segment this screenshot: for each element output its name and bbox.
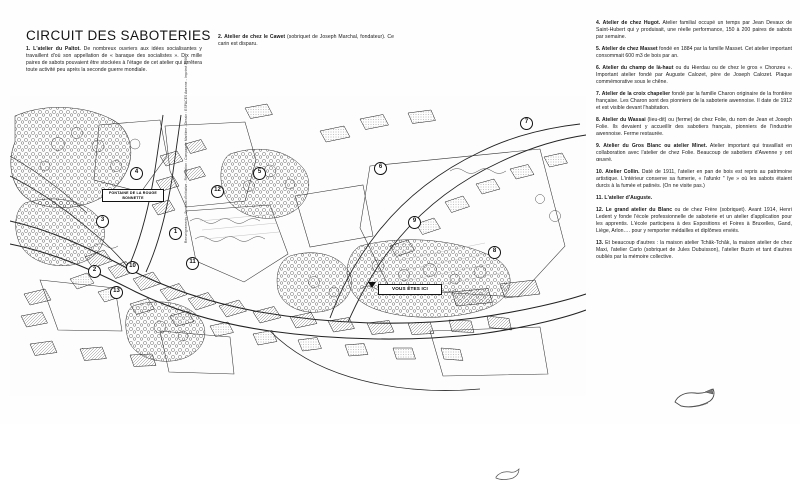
map-marker-8[interactable]: 8: [488, 246, 501, 259]
entry-6: 6. Atelier du champ de là-haut ou du Hie…: [596, 65, 792, 86]
text-column-left: 1. L'atelier du Paltot. De nombreux ouvr…: [26, 46, 202, 79]
entry-10-text: 10. Atelier Collin. Daté de 1911, l'atel…: [596, 169, 793, 189]
entry-13-text: 13. Et beaucoup d'autres : la maison ate…: [596, 240, 792, 260]
entry-4: 4. Atelier de chez Hugot. Atelier famili…: [596, 20, 792, 41]
map-marker-12[interactable]: 12: [211, 185, 224, 198]
entry-6-text: 6. Atelier du champ de là-haut ou du Hie…: [596, 65, 792, 85]
entry-9-text: 9. Atelier du Gros Blanc ou atelier Mine…: [596, 143, 792, 163]
village-map[interactable]: FONTAINE DE LA ROUGE BONNETTE VOUS ÊTES …: [10, 96, 586, 480]
entry-12-text: 12. Le grand atelier du Blanc ou de chez…: [596, 207, 792, 234]
entry-10: 10. Atelier Collin. Daté de 1911, l'atel…: [596, 169, 792, 190]
entry-4-text: 4. Atelier de chez Hugot. Atelier famili…: [596, 20, 793, 40]
map-marker-2[interactable]: 2: [88, 265, 101, 278]
entry-5: 5. Atelier de chez Masset fondé en 1884 …: [596, 46, 792, 60]
poster-page: CIRCUIT DES SABOTERIES 1. L'atelier du P…: [10, 20, 792, 480]
map-marker-1[interactable]: 1: [169, 227, 182, 240]
entry-1: 1. L'atelier du Paltot. De nombreux ouvr…: [26, 46, 202, 74]
entry-9: 9. Atelier du Gros Blanc ou atelier Mine…: [596, 143, 792, 164]
map-marker-10[interactable]: 10: [126, 261, 139, 274]
text-column-mid-top: 2. Atelier de chez le Cawet (sobriquet d…: [218, 34, 394, 53]
map-marker-3[interactable]: 3: [96, 215, 109, 228]
map-marker-7[interactable]: 7: [520, 117, 533, 130]
text-column-right: 4. Atelier de chez Hugot. Atelier famili…: [596, 20, 792, 266]
clog-sabot-map-icon: [495, 468, 520, 480]
map-drawing: [10, 96, 586, 396]
entry-11-text: 11. L'atelier d'Auguste.: [596, 195, 653, 201]
map-marker-11[interactable]: 11: [186, 257, 199, 270]
map-marker-5[interactable]: 5: [253, 167, 266, 180]
map-marker-6[interactable]: 6: [374, 162, 387, 175]
entry-2: 2. Atelier de chez le Cawet (sobriquet d…: [218, 34, 394, 48]
entry-2-text: 2. Atelier de chez le Cawet (sobriquet d…: [218, 34, 394, 47]
entry-7-text: 7. Atelier de la croix chapelier fondé p…: [596, 91, 792, 111]
you-are-here-arrow: [368, 282, 376, 288]
entry-13: 13. Et beaucoup d'autres : la maison ate…: [596, 240, 792, 261]
map-marker-9[interactable]: 9: [408, 216, 421, 229]
entry-8-text: 8. Atelier du Wassai (lieu-dit) ou (ferm…: [596, 117, 792, 137]
map-credit: Renseignements : Syndicat d'Initiative -…: [184, 56, 188, 243]
fontaine-label: FONTAINE DE LA ROUGE BONNETTE: [102, 189, 164, 203]
clog-sabot-icon: [674, 388, 715, 408]
entry-1-text: 1. L'atelier du Paltot. De nombreux ouvr…: [26, 46, 202, 73]
entry-5-text: 5. Atelier de chez Masset fondé en 1884 …: [596, 46, 792, 59]
map-marker-13[interactable]: 13: [110, 286, 123, 299]
entry-7: 7. Atelier de la croix chapelier fondé p…: [596, 91, 792, 112]
entry-8: 8. Atelier du Wassai (lieu-dit) ou (ferm…: [596, 117, 792, 138]
map-marker-4[interactable]: 4: [130, 167, 143, 180]
page-title: CIRCUIT DES SABOTERIES: [26, 28, 211, 43]
entry-12: 12. Le grand atelier du Blanc ou de chez…: [596, 207, 792, 235]
entry-11: 11. L'atelier d'Auguste.: [596, 195, 792, 202]
you-are-here-label: VOUS ÊTES ICI: [378, 284, 442, 295]
